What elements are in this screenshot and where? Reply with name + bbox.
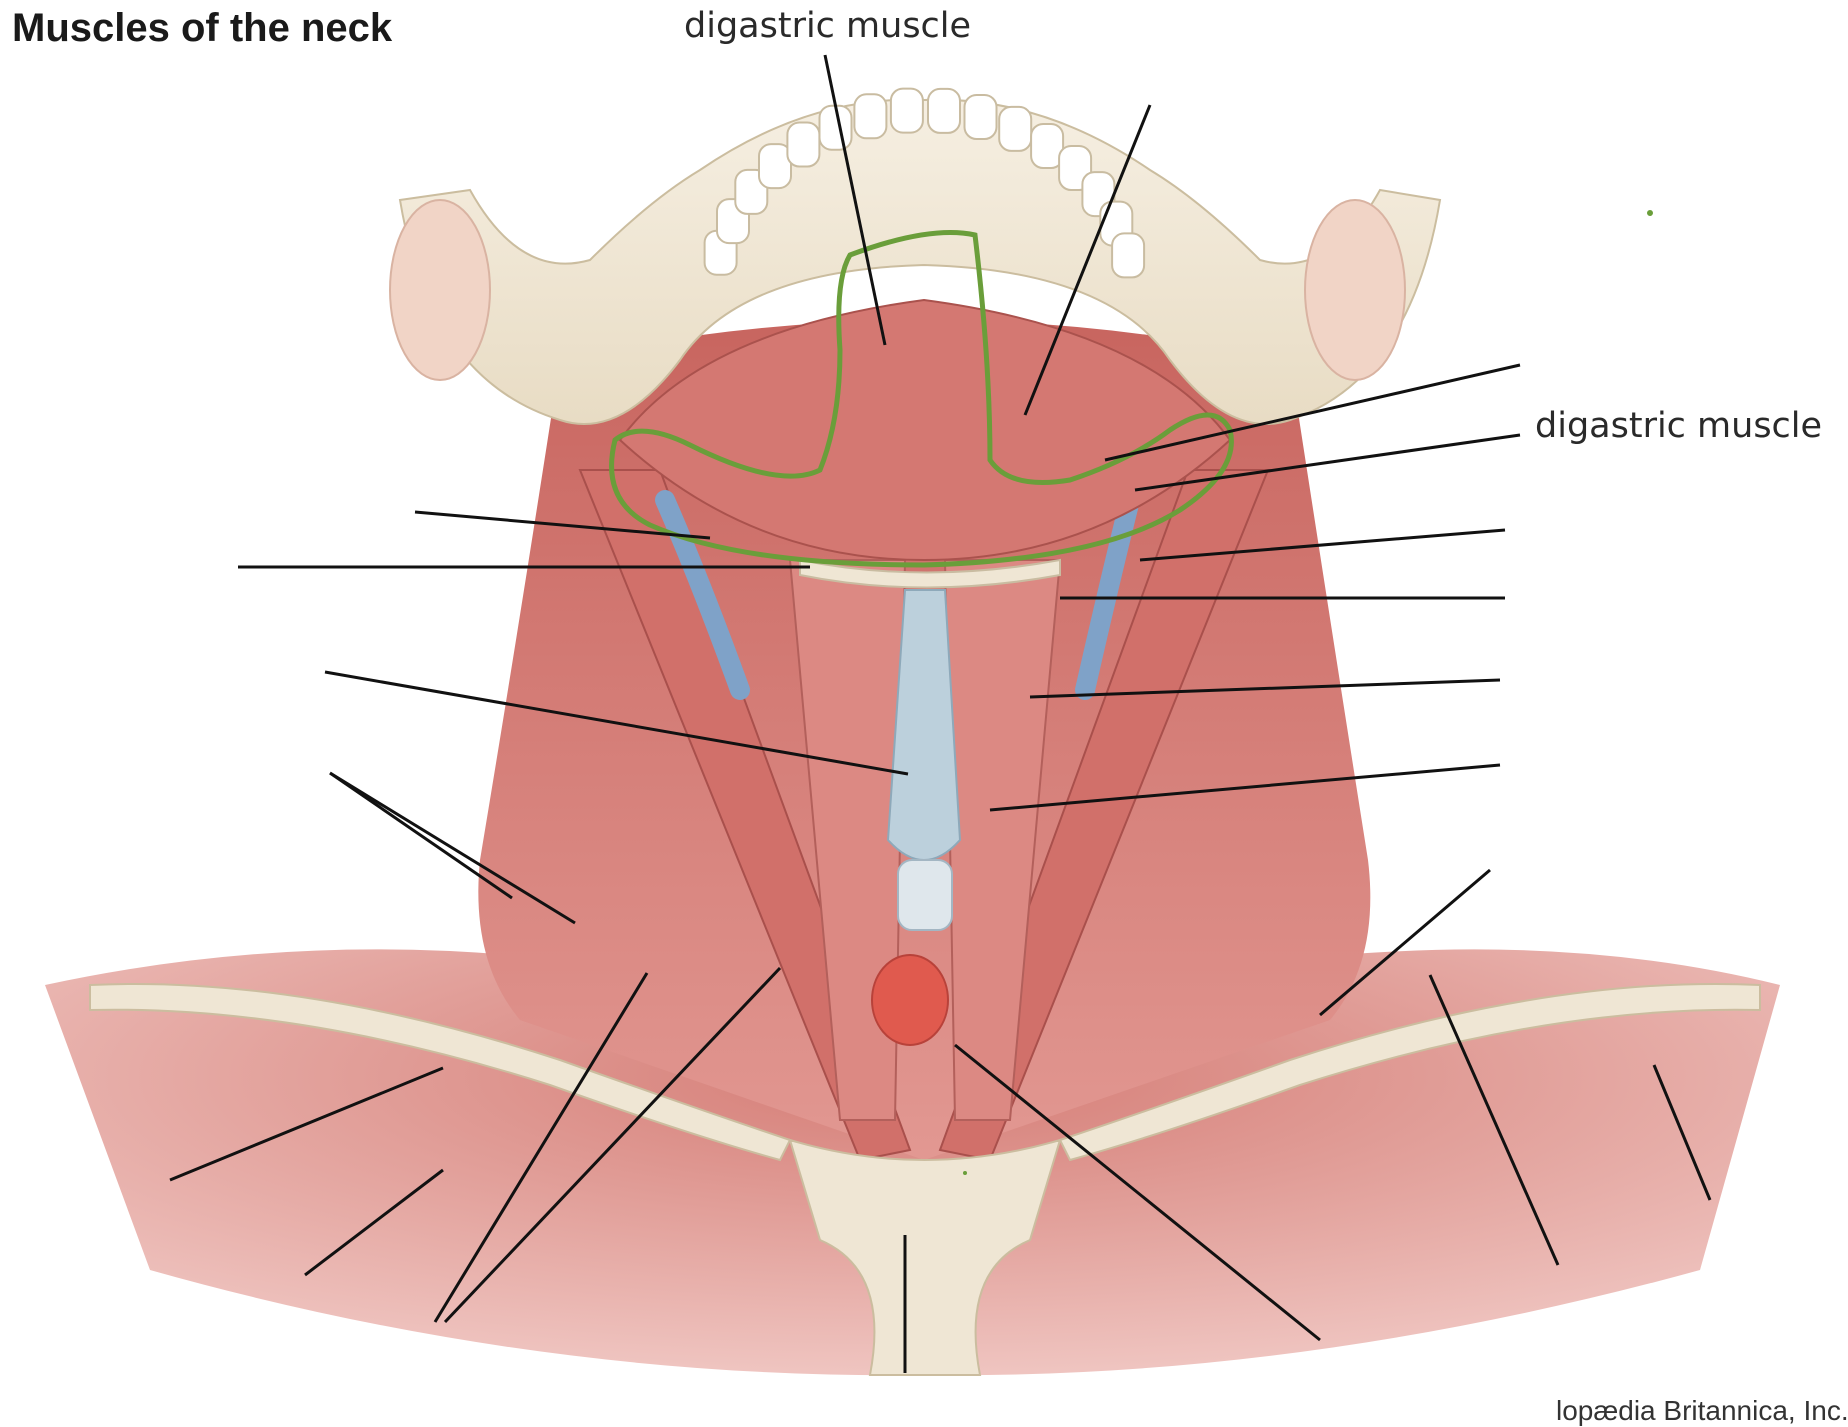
label-digastric-top: digastric muscle xyxy=(684,6,972,46)
thyroid-gland xyxy=(871,954,949,1046)
leader-line xyxy=(954,1043,1321,1342)
tooth xyxy=(1030,123,1065,169)
tooth xyxy=(889,87,924,134)
tooth xyxy=(998,105,1033,152)
stray-dot xyxy=(963,1171,967,1175)
leader-line xyxy=(1104,363,1521,462)
tooth xyxy=(758,143,792,190)
tooth xyxy=(1111,232,1146,279)
tooth xyxy=(786,121,821,168)
leader-line xyxy=(304,1168,444,1277)
leader-line xyxy=(823,54,887,346)
leader-line xyxy=(1029,678,1501,699)
leader-line xyxy=(433,972,649,1323)
leader-lines xyxy=(169,54,1712,1373)
trachea-ring xyxy=(897,859,953,931)
clavicle-left xyxy=(89,982,792,1162)
leader-line xyxy=(324,670,909,776)
diagram-title: Muscles of the neck xyxy=(12,6,393,50)
leader-line xyxy=(1023,104,1152,416)
digastric-highlight-outline xyxy=(609,230,1234,568)
ear-right xyxy=(1304,199,1406,381)
leader-line xyxy=(1428,974,1560,1266)
image-credit: lopædia Britannica, Inc. xyxy=(1556,1395,1848,1426)
leader-line xyxy=(414,510,711,540)
ear-left xyxy=(389,199,491,381)
sternum xyxy=(788,1138,1062,1376)
leader-line xyxy=(329,771,576,925)
leader-line xyxy=(169,1066,444,1182)
lower-teeth xyxy=(703,87,1146,279)
leader-line xyxy=(329,771,513,900)
stray-dot xyxy=(1647,210,1653,216)
jugular-vein-left xyxy=(655,490,750,700)
mandible xyxy=(398,98,1442,425)
leader-line xyxy=(1139,528,1506,562)
tooth xyxy=(927,87,961,134)
tooth xyxy=(963,94,998,140)
leader-line xyxy=(989,763,1501,812)
leader-line xyxy=(1319,868,1491,1017)
tooth xyxy=(853,93,888,140)
jugular-vein-right xyxy=(1075,490,1140,700)
clavicle-right xyxy=(1058,982,1761,1162)
leader-line xyxy=(443,966,782,1324)
hyoid-bone xyxy=(799,558,1061,589)
leader-line xyxy=(1134,433,1521,492)
label-digastric-right: digastric muscle xyxy=(1535,406,1823,446)
leader-line xyxy=(1652,1064,1712,1201)
